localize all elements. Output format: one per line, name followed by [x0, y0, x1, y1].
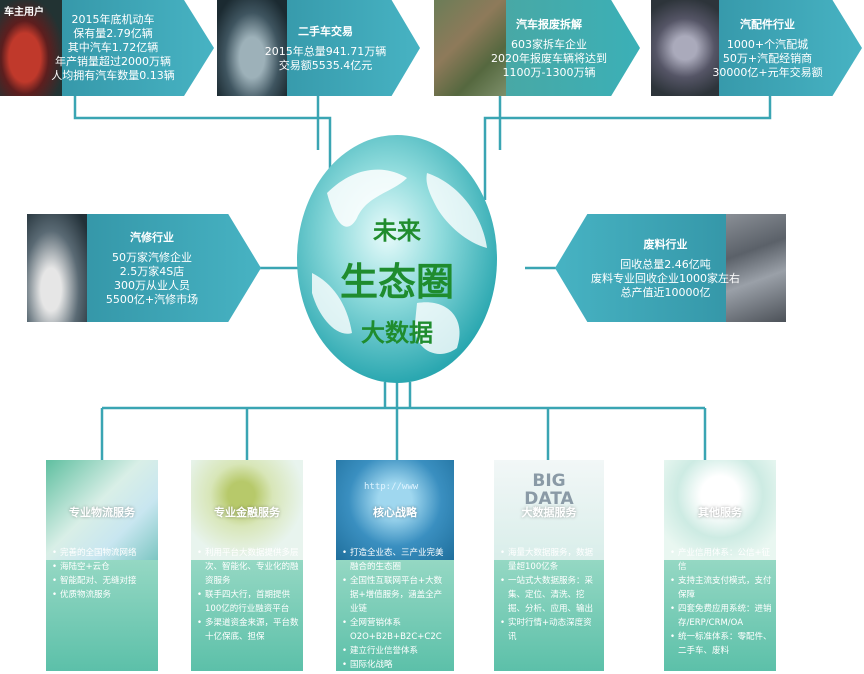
top-box-auto-parts: 汽配件行业 1000+个汽配城 50万+汽配经销商 30000亿+元年交易额 [651, 0, 862, 96]
list-item: 海陆空+云仓 [52, 560, 154, 574]
list-item: 完善的全国物流网络 [52, 546, 154, 560]
card-header-image [46, 460, 158, 560]
top-box-title: 汽车报废拆解 [516, 18, 582, 31]
card-header-text: http://www [364, 482, 419, 492]
list-item: 优质物流服务 [52, 588, 154, 602]
card-header-image [664, 460, 776, 560]
top-box-line: 2015年底机动车 [71, 13, 155, 26]
top-box-line: 交易额5535.4亿元 [278, 59, 373, 72]
card-list: 产业信用体系：公信+征信 支持主流支付模式，支付保障 四套免费应用系统：进销存/… [670, 546, 772, 658]
scrap-metal-photo [726, 214, 786, 322]
car-photo [27, 214, 87, 322]
top-box-line: 其中汽车1.72亿辆 [67, 41, 159, 54]
card-list: 利用平台大数据提供多层次、智能化、专业化的融资服务 联手四大行，首期提供100亿… [197, 546, 299, 644]
top-box-line: 1100万-1300万辆 [502, 66, 596, 79]
car-photo [0, 0, 62, 96]
top-box-line: 2015年总量941.71万辆 [264, 45, 387, 58]
right-box-line: 回收总量2.46亿吨 [620, 258, 711, 271]
top-box-scrap-dismantling: 汽车报废拆解 603家拆车企业 2020年报废车辆将达到 1100万-1300万… [434, 0, 640, 96]
top-box-line: 2020年报废车辆将达到 [491, 52, 607, 65]
top-box-title: 汽配件行业 [740, 18, 795, 31]
right-box-title: 废料行业 [643, 238, 688, 251]
top-box-line: 年产销量超过2000万辆 [55, 55, 171, 68]
card-header-image [191, 460, 303, 560]
top-box-line: 保有量2.79亿辆 [73, 27, 153, 40]
list-item: 产业信用体系：公信+征信 [670, 546, 772, 574]
top-box-line: 30000亿+元年交易额 [712, 66, 823, 79]
card-list: 海量大数据服务，数据量超100亿条 一站式大数据服务：采集、定位、清洗、挖掘、分… [500, 546, 600, 644]
globe-title-line2: 生态圈 [339, 260, 454, 304]
card-big-data: BIG DATA 大数据服务 海量大数据服务，数据量超100亿条 一站式大数据服… [494, 460, 604, 671]
card-header-image [336, 460, 454, 560]
list-item: 全国性互联网平台+大数据+增值服务，涵盖全产业链 [342, 574, 450, 616]
center-globe: 未来 生态圈 大数据 [297, 133, 497, 385]
card-finance: 专业金融服务 利用平台大数据提供多层次、智能化、专业化的融资服务 联手四大行，首… [191, 460, 303, 671]
card-title: 其他服务 [698, 506, 742, 519]
list-item: 智能配对、无缝对接 [52, 574, 154, 588]
car-photo [217, 0, 287, 96]
list-item: 建立行业信誉体系 [342, 644, 450, 658]
card-list: 打造全业态、三产业完美融合的生态圈 全国性互联网平台+大数据+增值服务，涵盖全产… [342, 546, 450, 671]
scrapyard-photo [434, 0, 506, 96]
list-item: 联手四大行，首期提供100亿的行业融资平台 [197, 588, 299, 616]
globe-title-line3: 大数据 [361, 319, 433, 347]
top-box-line: 50万+汽配经销商 [722, 52, 813, 65]
top-box-used-car: 二手车交易 2015年总量941.71万辆 交易额5535.4亿元 [217, 0, 420, 96]
left-box-repair: 汽修行业 50万家汽修企业 2.5万家4S店 300万从业人员 5500亿+汽修… [27, 214, 261, 322]
right-box-scrap-material: 废料行业 回收总量2.46亿吨 废料专业回收企业1000家左右 总产值近1000… [555, 214, 786, 322]
card-header-image [494, 460, 604, 560]
list-item: 海量大数据服务，数据量超100亿条 [500, 546, 600, 574]
right-box-line: 废料专业回收企业1000家左右 [591, 272, 740, 285]
top-box-line: 603家拆车企业 [511, 38, 587, 51]
list-item: 利用平台大数据提供多层次、智能化、专业化的融资服务 [197, 546, 299, 588]
left-box-line: 2.5万家4S店 [119, 265, 185, 278]
globe-icon [297, 135, 497, 383]
top-box-title: 二手车交易 [298, 25, 353, 38]
card-title: 核心战略 [373, 506, 417, 519]
list-item: 支持主流支付模式，支付保障 [670, 574, 772, 602]
card-core-strategy: http://www 核心战略 打造全业态、三产业完美融合的生态圈 全国性互联网… [336, 460, 454, 671]
card-title: 专业金融服务 [214, 506, 280, 519]
list-item: 四套免费应用系统：进销存/ERP/CRM/OA [670, 602, 772, 630]
left-box-title: 汽修行业 [130, 231, 174, 244]
card-logistics: 专业物流服务 完善的全国物流网络 海陆空+云仓 智能配对、无缝对接 优质物流服务 [46, 460, 158, 671]
list-item: 多渠道资金来源，平台数十亿保底、担保 [197, 616, 299, 644]
left-box-line: 5500亿+汽修市场 [105, 293, 199, 306]
list-item: 实时行情+动态深度资讯 [500, 616, 600, 644]
top-box-line: 人均拥有汽车数量0.13辆 [51, 69, 175, 82]
top-box-title: 车主用户 [4, 7, 44, 18]
list-item: 一站式大数据服务：采集、定位、清洗、挖掘、分析、应用、输出 [500, 574, 600, 616]
card-other-services: 其他服务 产业信用体系：公信+征信 支持主流支付模式，支付保障 四套免费应用系统… [664, 460, 776, 671]
list-item: 全网营销体系O2O+B2B+B2C+C2C [342, 616, 450, 644]
top-box-car-owners: 车主用户 2015年底机动车 保有量2.79亿辆 其中汽车1.72亿辆 年产销量… [0, 0, 214, 96]
left-box-line: 50万家汽修企业 [112, 251, 192, 264]
list-item: 打造全业态、三产业完美融合的生态圈 [342, 546, 450, 574]
card-title: 大数据服务 [521, 506, 577, 519]
list-item: 统一标准体系：零配件、二手车、废料 [670, 630, 772, 658]
globe-title-line1: 未来 [373, 217, 421, 245]
engine-photo [651, 0, 719, 96]
left-box-line: 300万从业人员 [114, 279, 190, 292]
list-item: 国际化战略 [342, 658, 450, 671]
card-header-text: BIG DATA [524, 471, 574, 509]
top-box-line: 1000+个汽配城 [726, 38, 809, 51]
right-box-line: 总产值近10000亿 [620, 286, 711, 299]
card-list: 完善的全国物流网络 海陆空+云仓 智能配对、无缝对接 优质物流服务 [52, 546, 154, 602]
card-title: 专业物流服务 [69, 506, 135, 519]
